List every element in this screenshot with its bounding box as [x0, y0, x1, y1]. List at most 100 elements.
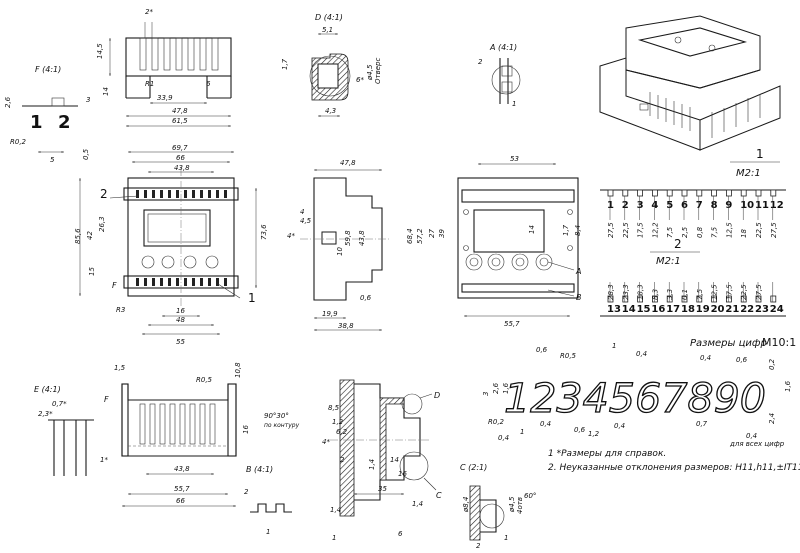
detail-b-dim-1: 1: [266, 528, 270, 536]
pin-label: 7: [696, 200, 703, 211]
isometric-fins: [649, 92, 761, 138]
pin-label: 18: [681, 304, 695, 315]
pin-dimension: 27,5: [770, 222, 778, 238]
pin-label: 20: [711, 304, 725, 315]
pin-label: 8: [711, 200, 718, 211]
back-dim-8-4: 8,4: [574, 225, 582, 236]
notes: 1 *Размеры для справок. 2. Неуказанные о…: [548, 449, 800, 473]
detail-c-angle: 60°: [524, 492, 536, 500]
back-dim-27: 27: [428, 229, 436, 238]
detail-f-r02: R0,2: [10, 138, 27, 146]
pin-tab: [740, 189, 747, 197]
section-dim-16: 16: [398, 470, 407, 478]
detail-f-dim-5: 5: [50, 156, 55, 164]
pin-tab: [652, 295, 658, 303]
pin-tab: [711, 295, 717, 303]
pin-tab: [726, 189, 732, 197]
pin-label: 2: [622, 200, 629, 211]
note-1: 1 *Размеры для справок.: [548, 449, 666, 459]
front-dim-55: 55: [176, 338, 185, 346]
pin-dimension: 12,5: [725, 222, 733, 238]
digits-dim-1-6b: 1,6: [502, 382, 510, 394]
pin-label: 12: [770, 200, 784, 211]
top-view-fins: [139, 37, 219, 71]
detail-a-dim-1: 1: [512, 100, 516, 108]
pin-tab: [696, 295, 703, 303]
bottom-dim-1-5: 1,5: [114, 364, 126, 372]
pin-label: 24: [770, 304, 784, 315]
digits-dim-0-7: 0,7: [696, 420, 708, 428]
section-dim-4: 4*: [322, 438, 330, 446]
detail-d-dim-4-5: ø4,5: [366, 64, 374, 81]
detail-c-otv: 4отв: [516, 497, 524, 514]
detail-e-title: E (4:1): [34, 385, 61, 394]
pin-label: 23: [755, 304, 769, 315]
detail-c-title: C (2:1): [460, 463, 487, 472]
front-dim-26-3: 26,3: [98, 216, 106, 232]
digit-dimensions: Размеры цифр M10:1 1234567890 0,6 R0,5 1…: [482, 336, 796, 448]
detail-b-dim-2: 2: [244, 488, 249, 496]
pin-label: 10: [740, 200, 754, 211]
digits-dim-0-4b: 0,4: [700, 354, 711, 362]
pin-dimension: 22,5: [740, 284, 748, 300]
top-view: 2* 14,5 14 R1 33,9 6 47,8 61,5: [96, 8, 232, 127]
side-dim-4: 4: [300, 208, 304, 216]
pin-dimension: 27,5: [755, 284, 763, 300]
top-dim-14-5: 14,5: [96, 43, 104, 59]
bottom-r05: R0,5: [196, 376, 213, 384]
pin-dimension: 23,3: [622, 284, 630, 300]
pin-tab: [652, 189, 658, 197]
pins1-scale: M2:1: [736, 168, 761, 179]
pin-label: 11: [755, 200, 769, 211]
side-dim-4-star: 4*: [287, 232, 295, 240]
pin-tab: [666, 295, 673, 303]
pin-dimension: 2,5: [681, 226, 689, 238]
front-dim-r3: R3: [116, 306, 125, 314]
digits-dim-0-4c: 0,4: [498, 434, 509, 442]
pin-dimension: 7,5: [666, 226, 674, 238]
detail-c-dim-8-4: ø8,4: [462, 497, 470, 513]
side-dim-47-8: 47,8: [340, 159, 356, 167]
digits-dim-3: 3: [482, 392, 490, 396]
detail-c-dim-4-5: ø4,5: [508, 496, 516, 513]
pin-label: 6: [681, 200, 688, 211]
pin-dimension: 18: [740, 229, 748, 238]
side-dim-59-8: 59,8: [344, 230, 352, 246]
top-dim-14: 14: [102, 87, 110, 96]
pin-label: 17: [666, 304, 680, 315]
detail-d-dim-6: 6*: [356, 76, 364, 84]
digits-scale: M10:1: [762, 336, 796, 349]
bottom-angle-note: по контуру: [264, 422, 300, 429]
pin-label: 4: [651, 200, 658, 211]
side-dim-38-8: 38,8: [338, 322, 354, 330]
digits-note: для всех цифр: [729, 440, 785, 448]
detail-d-otv: Отверс: [374, 58, 382, 84]
pin-label: 14: [622, 304, 636, 315]
digits-dim-0-4d: 0,4: [540, 420, 551, 428]
side-dim-0-6: 0,6: [360, 294, 372, 302]
pin-label: 15: [637, 304, 651, 315]
front-dim-66: 66: [176, 154, 185, 162]
bottom-view-fins: [139, 403, 216, 445]
pin-tab: [622, 189, 629, 197]
detail-d-dim-5-1: 5,1: [322, 26, 333, 34]
detail-f-num-2: 2: [58, 112, 71, 133]
detail-c-dim-2: 2: [476, 542, 481, 550]
digits-dim-2-6: 2,6: [492, 382, 500, 394]
section-callout-c: C: [436, 491, 442, 500]
front-dim-48: 48: [176, 316, 185, 324]
section-dim-6: 6: [398, 530, 403, 538]
pins1-title: 1: [756, 147, 764, 161]
digits-r05: R0,5: [560, 352, 577, 360]
pin-dimension: 0,1: [681, 289, 689, 300]
detail-b: B (4:1) 2 1: [244, 465, 292, 536]
detail-d-dim-1-7: 1,7: [281, 58, 289, 70]
pin-tab: [637, 295, 643, 303]
back-dim-1-7: 1,7: [562, 224, 570, 236]
section-callout-d: D: [434, 391, 440, 400]
pin-label: 3: [637, 200, 644, 211]
pin-dimension: 22,5: [755, 222, 763, 238]
digits-dim-0-6: 0,6: [536, 346, 548, 354]
